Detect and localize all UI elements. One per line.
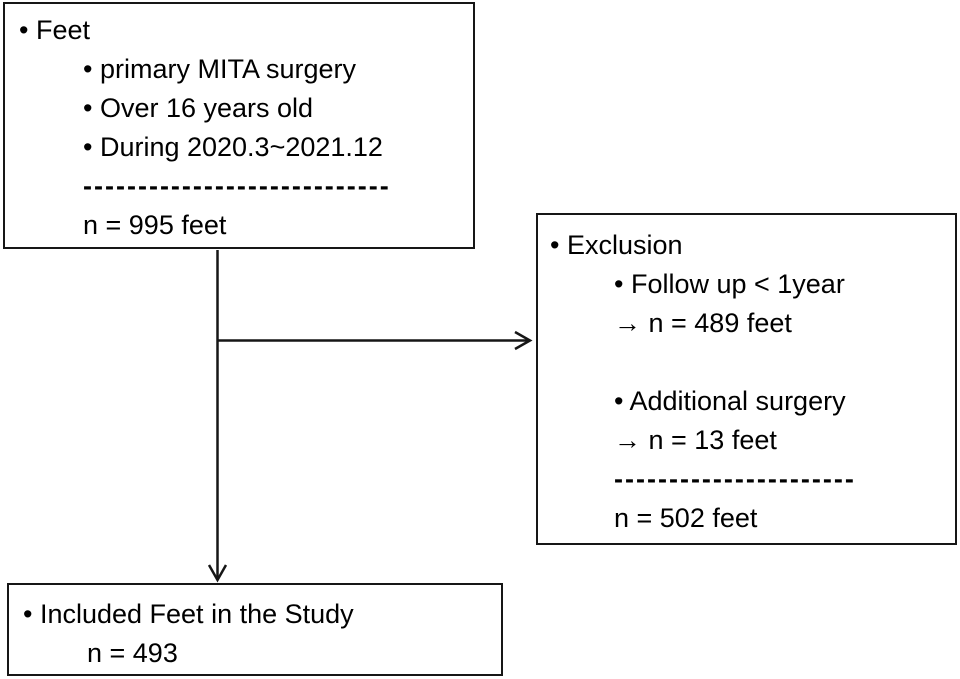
source-total: n = 995 feet bbox=[83, 210, 227, 240]
down-arrow bbox=[207, 250, 228, 583]
included-total: n = 493 bbox=[87, 638, 178, 668]
arrow-down-head-icon bbox=[207, 564, 228, 583]
source-item: • During 2020.3~2021.12 bbox=[83, 132, 383, 162]
source-divider: ---------------------------- bbox=[83, 171, 391, 201]
source-title: • Feet bbox=[19, 15, 90, 45]
blank-line bbox=[614, 343, 949, 382]
included-title: • Included Feet in the Study bbox=[23, 599, 354, 629]
exclusion-title: • Exclusion bbox=[550, 230, 683, 260]
exclusion-reason-label: • Follow up < 1year bbox=[614, 269, 845, 299]
arrow-right-head-icon bbox=[514, 330, 533, 351]
source-item: • Over 16 years old bbox=[83, 93, 314, 123]
exclusion-reason-count: → n = 489 feet bbox=[614, 308, 792, 338]
exclusion-box: • Exclusion • Follow up < 1year → n = 48… bbox=[536, 213, 957, 545]
source-item: • primary MITA surgery bbox=[83, 54, 356, 84]
exclusion-reason-count: → n = 13 feet bbox=[614, 425, 777, 455]
included-box: • Included Feet in the Study n = 493 bbox=[7, 583, 503, 676]
exclusion-total: n = 502 feet bbox=[614, 503, 758, 533]
right-arrow bbox=[218, 330, 533, 351]
exclusion-divider: ---------------------- bbox=[614, 464, 856, 494]
exclusion-reason-label: • Additional surgery bbox=[614, 386, 846, 416]
source-box: • Feet • primary MITA surgery • Over 16 … bbox=[3, 2, 475, 249]
